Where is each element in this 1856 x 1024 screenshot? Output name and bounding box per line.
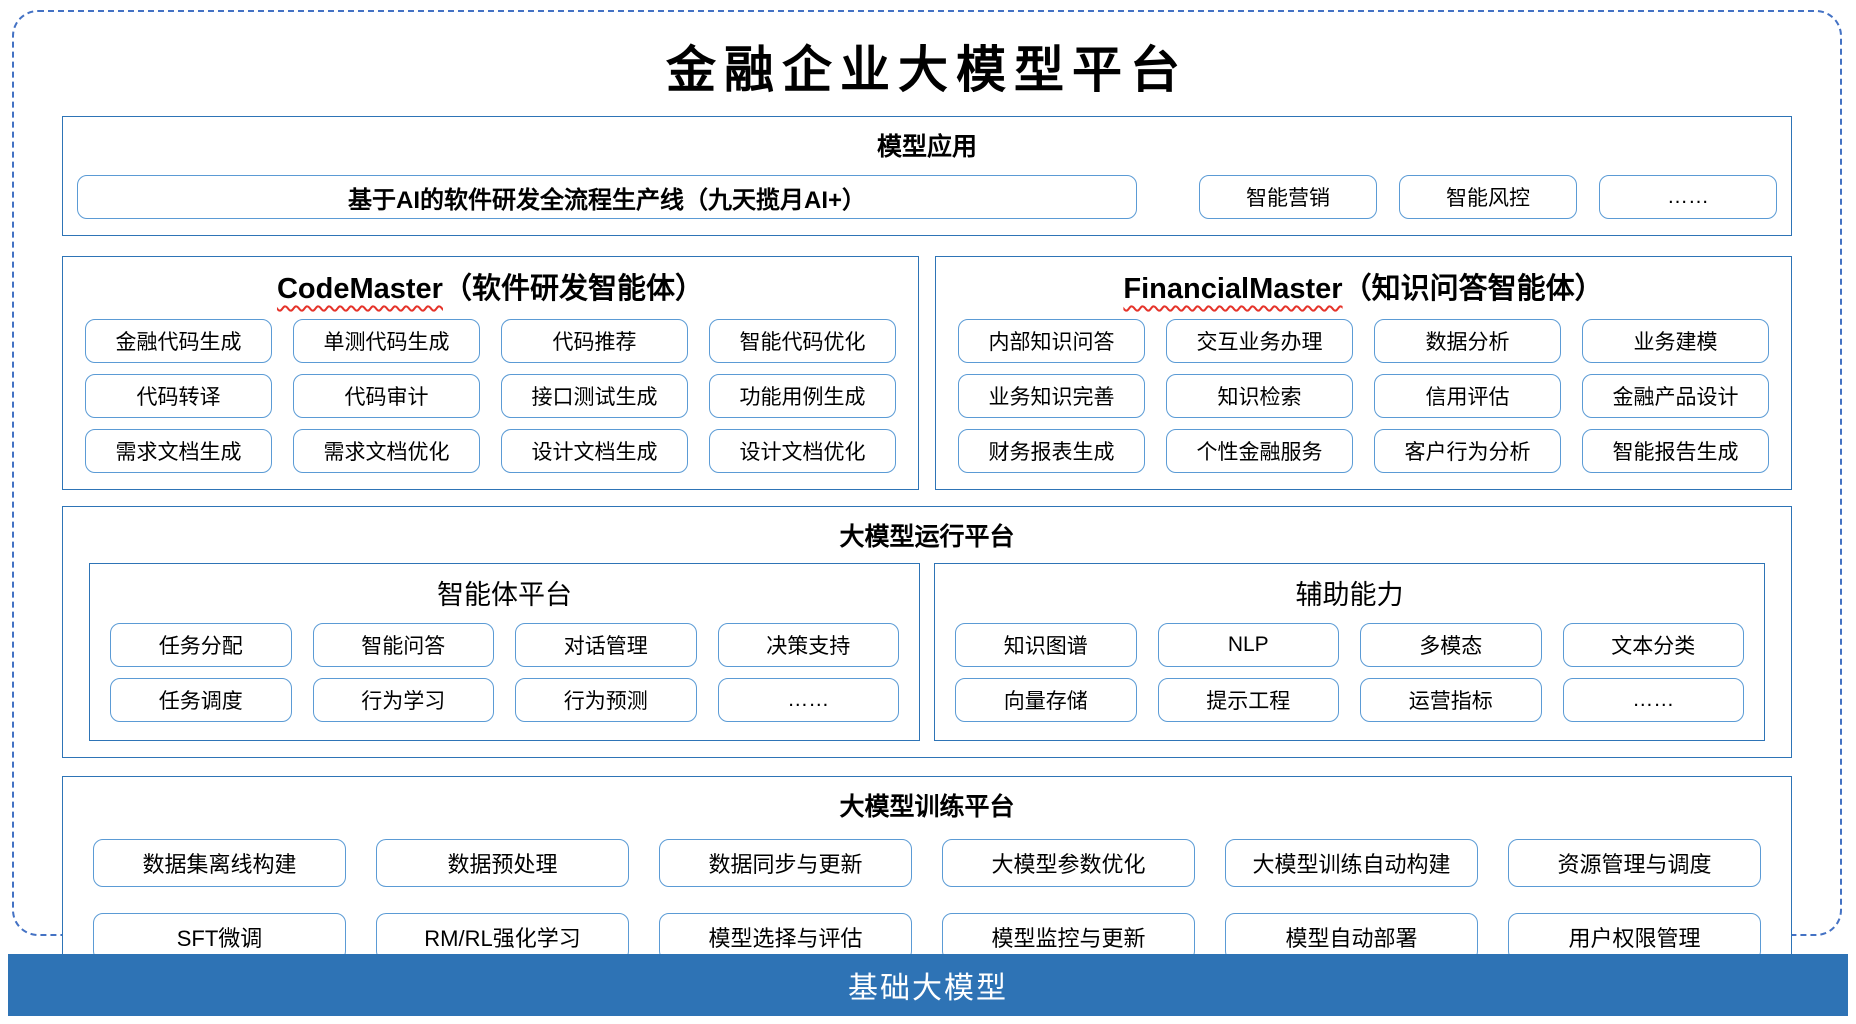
capability-node: 行为学习 <box>312 678 494 722</box>
capability-node: 个性金融服务 <box>1166 429 1353 473</box>
platform-diagram-frame: 金融企业大模型平台 模型应用 基于AI的软件研发全流程生产线（九天揽月AI+） … <box>12 10 1842 986</box>
capability-node: 数据分析 <box>1374 319 1561 363</box>
capability-node: 单测代码生成 <box>293 319 480 363</box>
more-capabilities-node: …… <box>717 678 899 722</box>
model-application-header: 模型应用 <box>876 133 977 161</box>
agent-platform-box: 智能体平台 任务分配 智能问答 对话管理 决策支持 任务调度 行为学习 行为预测… <box>89 563 920 741</box>
capability-node: 代码推荐 <box>501 319 688 363</box>
capability-node: 需求文档优化 <box>293 429 480 473</box>
financialmaster-name: FinancialMaster <box>1123 273 1343 305</box>
capability-node: 资源管理与调度 <box>1508 839 1761 887</box>
model-application-section: 模型应用 基于AI的软件研发全流程生产线（九天揽月AI+） 智能营销 智能风控 … <box>62 116 1792 236</box>
capability-node: 智能报告生成 <box>1582 429 1769 473</box>
capability-node: NLP <box>1157 623 1339 667</box>
capability-node: 内部知识问答 <box>958 319 1145 363</box>
agent-platform-header: 智能体平台 <box>437 580 572 610</box>
codemaster-section: CodeMaster（软件研发智能体） 金融代码生成 单测代码生成 代码推荐 智… <box>62 256 919 490</box>
training-platform-header: 大模型训练平台 <box>839 793 1015 821</box>
capability-node: 大模型参数优化 <box>942 839 1195 887</box>
model-application-row: 基于AI的软件研发全流程生产线（九天揽月AI+） 智能营销 智能风控 …… <box>63 173 1791 235</box>
smart-marketing-node: 智能营销 <box>1199 175 1377 219</box>
capability-node: 需求文档生成 <box>85 429 272 473</box>
capability-node: 大模型训练自动构建 <box>1225 839 1478 887</box>
capability-node: 模型选择与评估 <box>659 913 912 961</box>
capability-node: RM/RL强化学习 <box>376 913 629 961</box>
more-applications-node: …… <box>1599 175 1777 219</box>
capability-node: 财务报表生成 <box>958 429 1145 473</box>
codemaster-name: CodeMaster <box>276 273 443 305</box>
capability-node: 运营指标 <box>1360 678 1542 722</box>
capability-node: 代码转译 <box>85 374 272 418</box>
financialmaster-header: FinancialMaster（知识问答智能体） <box>936 257 1791 319</box>
capability-node: 对话管理 <box>515 623 697 667</box>
capability-node: 数据同步与更新 <box>659 839 912 887</box>
capability-node: 任务分配 <box>110 623 292 667</box>
capability-node: 金融代码生成 <box>85 319 272 363</box>
training-platform-grid: 数据集离线构建 数据预处理 数据同步与更新 大模型参数优化 大模型训练自动构建 … <box>63 833 1791 985</box>
capability-node: 数据预处理 <box>376 839 629 887</box>
aux-capability-box: 辅助能力 知识图谱 NLP 多模态 文本分类 向量存储 提示工程 运营指标 …… <box>934 563 1765 741</box>
codemaster-subtitle: （软件研发智能体） <box>442 273 704 305</box>
capability-node: 数据集离线构建 <box>93 839 346 887</box>
capability-node: 金融产品设计 <box>1582 374 1769 418</box>
aux-capability-grid: 知识图谱 NLP 多模态 文本分类 向量存储 提示工程 运营指标 …… <box>935 623 1764 740</box>
capability-node: 文本分类 <box>1562 623 1744 667</box>
capability-node: 知识检索 <box>1166 374 1353 418</box>
runtime-subsections-row: 智能体平台 任务分配 智能问答 对话管理 决策支持 任务调度 行为学习 行为预测… <box>63 563 1791 757</box>
runtime-platform-header: 大模型运行平台 <box>839 523 1015 551</box>
financialmaster-subtitle: （知识问答智能体） <box>1342 273 1604 305</box>
capability-node: 模型监控与更新 <box>942 913 1195 961</box>
capability-node: 多模态 <box>1360 623 1542 667</box>
capability-node: 智能代码优化 <box>709 319 896 363</box>
capability-node: 接口测试生成 <box>501 374 688 418</box>
foundation-model-label: 基础大模型 <box>848 972 1008 1005</box>
capability-node: 设计文档优化 <box>709 429 896 473</box>
financialmaster-grid: 内部知识问答 交互业务办理 数据分析 业务建模 业务知识完善 知识检索 信用评估… <box>936 319 1791 489</box>
agents-row: CodeMaster（软件研发智能体） 金融代码生成 单测代码生成 代码推荐 智… <box>62 256 1792 490</box>
smart-risk-control-node: 智能风控 <box>1399 175 1577 219</box>
ai-pipeline-node: 基于AI的软件研发全流程生产线（九天揽月AI+） <box>77 175 1137 219</box>
codemaster-grid: 金融代码生成 单测代码生成 代码推荐 智能代码优化 代码转译 代码审计 接口测试… <box>63 319 918 489</box>
capability-node: 任务调度 <box>110 678 292 722</box>
capability-node: 提示工程 <box>1157 678 1339 722</box>
training-platform-section: 大模型训练平台 数据集离线构建 数据预处理 数据同步与更新 大模型参数优化 大模… <box>62 776 1792 986</box>
financialmaster-section: FinancialMaster（知识问答智能体） 内部知识问答 交互业务办理 数… <box>935 256 1792 490</box>
capability-node: 行为预测 <box>515 678 697 722</box>
capability-node: SFT微调 <box>93 913 346 961</box>
capability-node: 客户行为分析 <box>1374 429 1561 473</box>
capability-node: 交互业务办理 <box>1166 319 1353 363</box>
capability-node: 知识图谱 <box>955 623 1137 667</box>
agent-platform-grid: 任务分配 智能问答 对话管理 决策支持 任务调度 行为学习 行为预测 …… <box>90 623 919 740</box>
capability-node: 业务知识完善 <box>958 374 1145 418</box>
foundation-model-bar: 基础大模型 <box>8 954 1848 1016</box>
diagram-title: 金融企业大模型平台 <box>666 40 1188 99</box>
capability-node: 模型自动部署 <box>1225 913 1478 961</box>
aux-capability-header: 辅助能力 <box>1295 580 1404 610</box>
more-capabilities-node: …… <box>1562 678 1744 722</box>
capability-node: 决策支持 <box>717 623 899 667</box>
codemaster-header: CodeMaster（软件研发智能体） <box>63 257 918 319</box>
capability-node: 功能用例生成 <box>709 374 896 418</box>
capability-node: 信用评估 <box>1374 374 1561 418</box>
capability-node: 设计文档生成 <box>501 429 688 473</box>
capability-node: 代码审计 <box>293 374 480 418</box>
capability-node: 向量存储 <box>955 678 1137 722</box>
capability-node: 智能问答 <box>312 623 494 667</box>
capability-node: 业务建模 <box>1582 319 1769 363</box>
runtime-platform-section: 大模型运行平台 智能体平台 任务分配 智能问答 对话管理 决策支持 任务调度 行… <box>62 506 1792 758</box>
